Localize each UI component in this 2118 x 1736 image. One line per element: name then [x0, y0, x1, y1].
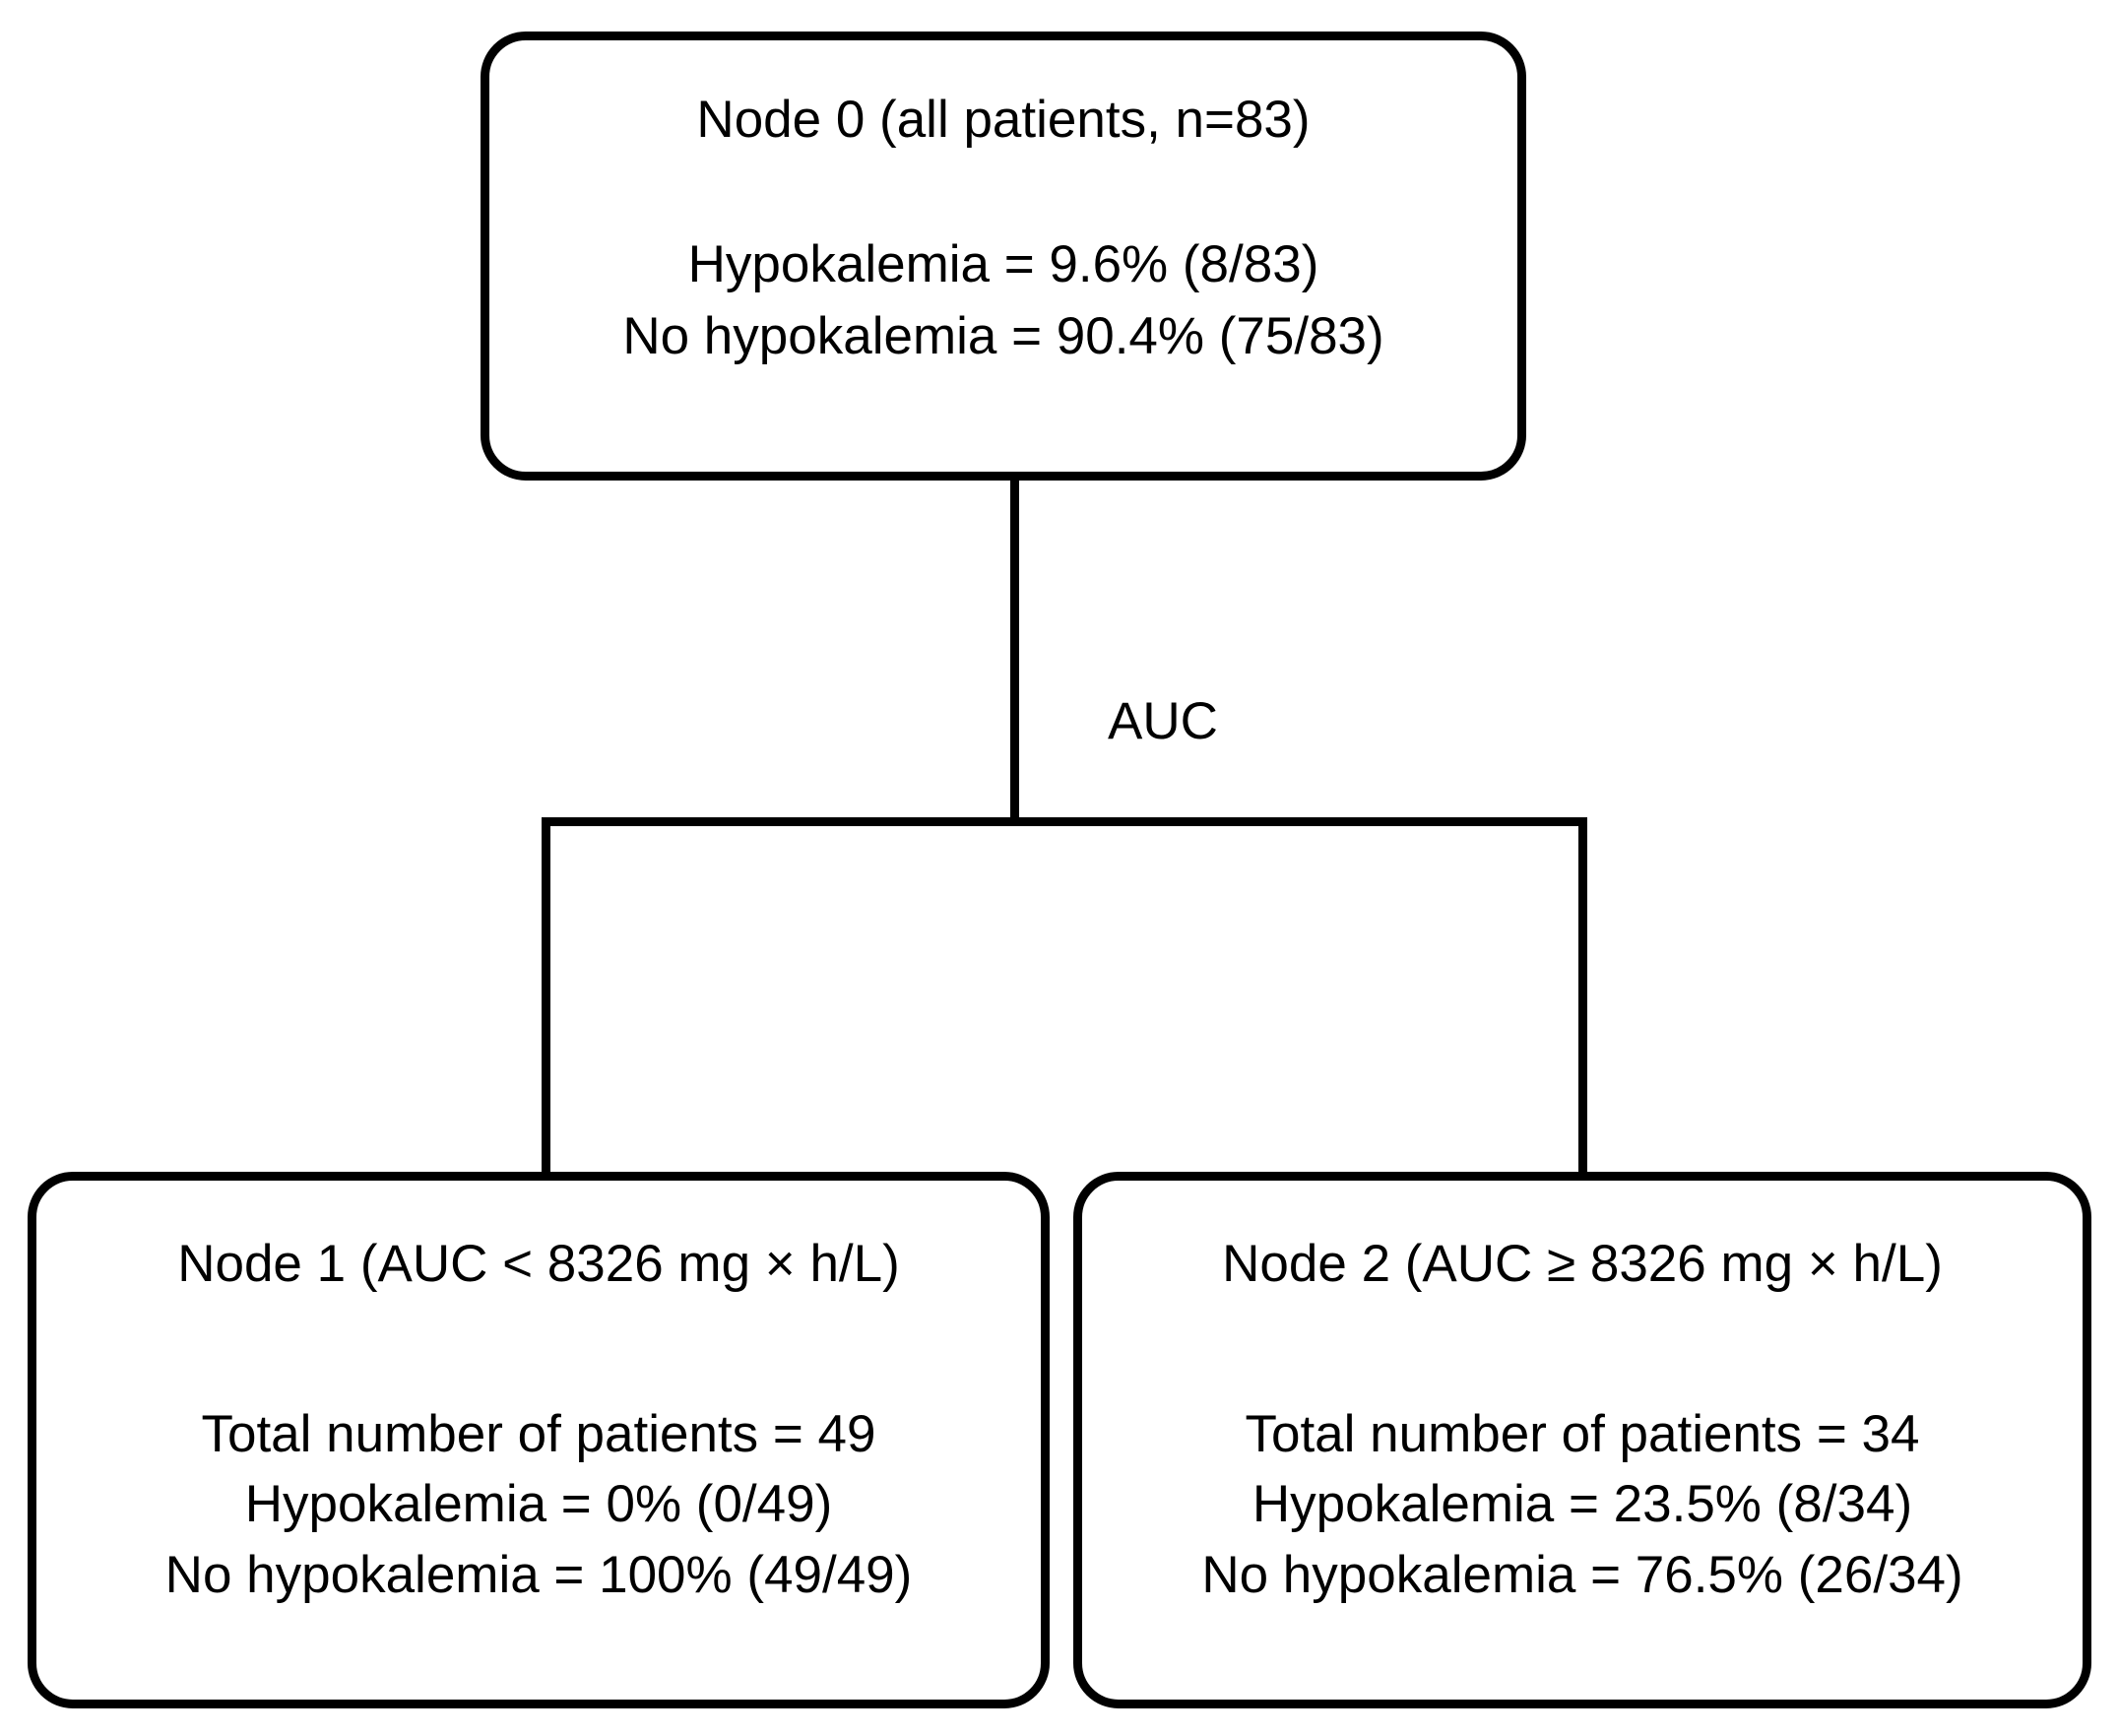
- left-stat-hypokalemia: Hypokalemia = 0% (0/49): [244, 1475, 833, 1534]
- tree-node-root: Node 0 (all patients, n=83) Hypokalemia …: [481, 32, 1526, 481]
- split-variable-label: AUC: [1108, 692, 1218, 750]
- tree-node-right: Node 2 (AUC ≥ 8326 mg × h/L) Total numbe…: [1073, 1172, 2091, 1708]
- root-stat-no-hypokalemia: No hypokalemia = 90.4% (75/83): [622, 307, 1384, 366]
- right-stat-hypokalemia: Hypokalemia = 23.5% (8/34): [1252, 1475, 1913, 1534]
- root-stat-hypokalemia: Hypokalemia = 9.6% (8/83): [687, 235, 1319, 294]
- left-branch-drop-line: [542, 817, 550, 1174]
- trunk-connector-line: [1010, 479, 1019, 825]
- branch-horizontal-line: [542, 817, 1587, 826]
- left-stat-no-hypokalemia: No hypokalemia = 100% (49/49): [164, 1545, 913, 1604]
- left-node-stats: Total number of patients = 49 Hypokalemi…: [165, 1406, 913, 1603]
- right-stat-no-hypokalemia: No hypokalemia = 76.5% (26/34): [1201, 1545, 1963, 1604]
- right-node-title: Node 2 (AUC ≥ 8326 mg × h/L): [1222, 1235, 1943, 1293]
- tree-node-left: Node 1 (AUC < 8326 mg × h/L) Total numbe…: [28, 1172, 1050, 1708]
- left-stat-total-patients: Total number of patients = 49: [201, 1405, 876, 1464]
- left-node-title: Node 1 (AUC < 8326 mg × h/L): [177, 1235, 900, 1293]
- right-stat-total-patients: Total number of patients = 34: [1245, 1405, 1920, 1464]
- root-node-stats: Hypokalemia = 9.6% (8/83) No hypokalemia…: [622, 235, 1384, 366]
- root-node-title: Node 0 (all patients, n=83): [696, 91, 1311, 149]
- right-branch-drop-line: [1578, 817, 1587, 1174]
- right-node-stats: Total number of patients = 34 Hypokalemi…: [1201, 1406, 1962, 1603]
